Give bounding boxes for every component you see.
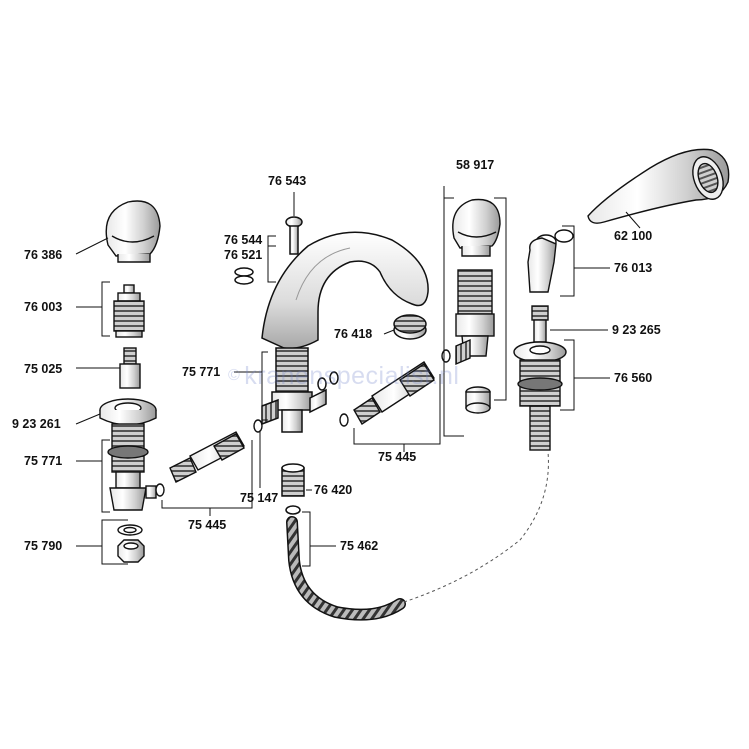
cartridge-left <box>113 284 145 338</box>
label-76386: 76 386 <box>24 248 63 262</box>
label-76418: 76 418 <box>334 327 373 341</box>
label-75445-left: 75 445 <box>188 518 227 532</box>
label-75771-center: 75 771 <box>182 365 221 379</box>
label-75771-left: 75 771 <box>24 454 63 468</box>
spout <box>261 231 429 350</box>
body-left <box>107 423 157 511</box>
label-76543: 76 543 <box>268 174 307 188</box>
watermark: ©kranenspecialist.nl <box>228 362 459 391</box>
label-76013: 76 013 <box>614 261 653 275</box>
label-923261: 9 23 261 <box>12 417 61 431</box>
label-76560: 76 560 <box>614 371 653 385</box>
label-76003: 76 003 <box>24 300 63 314</box>
label-76521: 76 521 <box>224 248 263 262</box>
right-valve-assembly <box>452 198 501 414</box>
connector-left <box>155 419 263 497</box>
label-75025: 75 025 <box>24 362 63 376</box>
diverter-pin <box>234 216 303 285</box>
left-valve-assembly <box>99 200 161 563</box>
label-76544: 76 544 <box>224 233 263 247</box>
connector-right <box>339 349 451 427</box>
label-75790: 75 790 <box>24 539 63 553</box>
shower-hose <box>286 451 549 621</box>
knob-left <box>105 200 161 263</box>
label-58917: 58 917 <box>456 158 495 172</box>
label-923265: 9 23 265 <box>612 323 661 337</box>
spout-base <box>261 347 339 433</box>
label-76420: 76 420 <box>314 483 353 497</box>
label-75445-right: 75 445 <box>378 450 417 464</box>
hose-insert <box>281 463 305 515</box>
watermark-text: kranenspecialist.nl <box>244 362 460 390</box>
label-75147: 75 147 <box>240 491 279 505</box>
spout-assembly <box>234 216 429 515</box>
hand-shower-assembly <box>513 148 730 451</box>
aerator-nut <box>393 314 427 340</box>
flange-left <box>99 398 157 426</box>
leader-lines <box>75 186 641 567</box>
nut-left <box>117 524 145 563</box>
copyright-symbol: © <box>228 367 241 384</box>
label-62100: 62 100 <box>614 229 653 243</box>
spindle-left <box>119 347 141 389</box>
label-75462: 75 462 <box>340 539 379 553</box>
